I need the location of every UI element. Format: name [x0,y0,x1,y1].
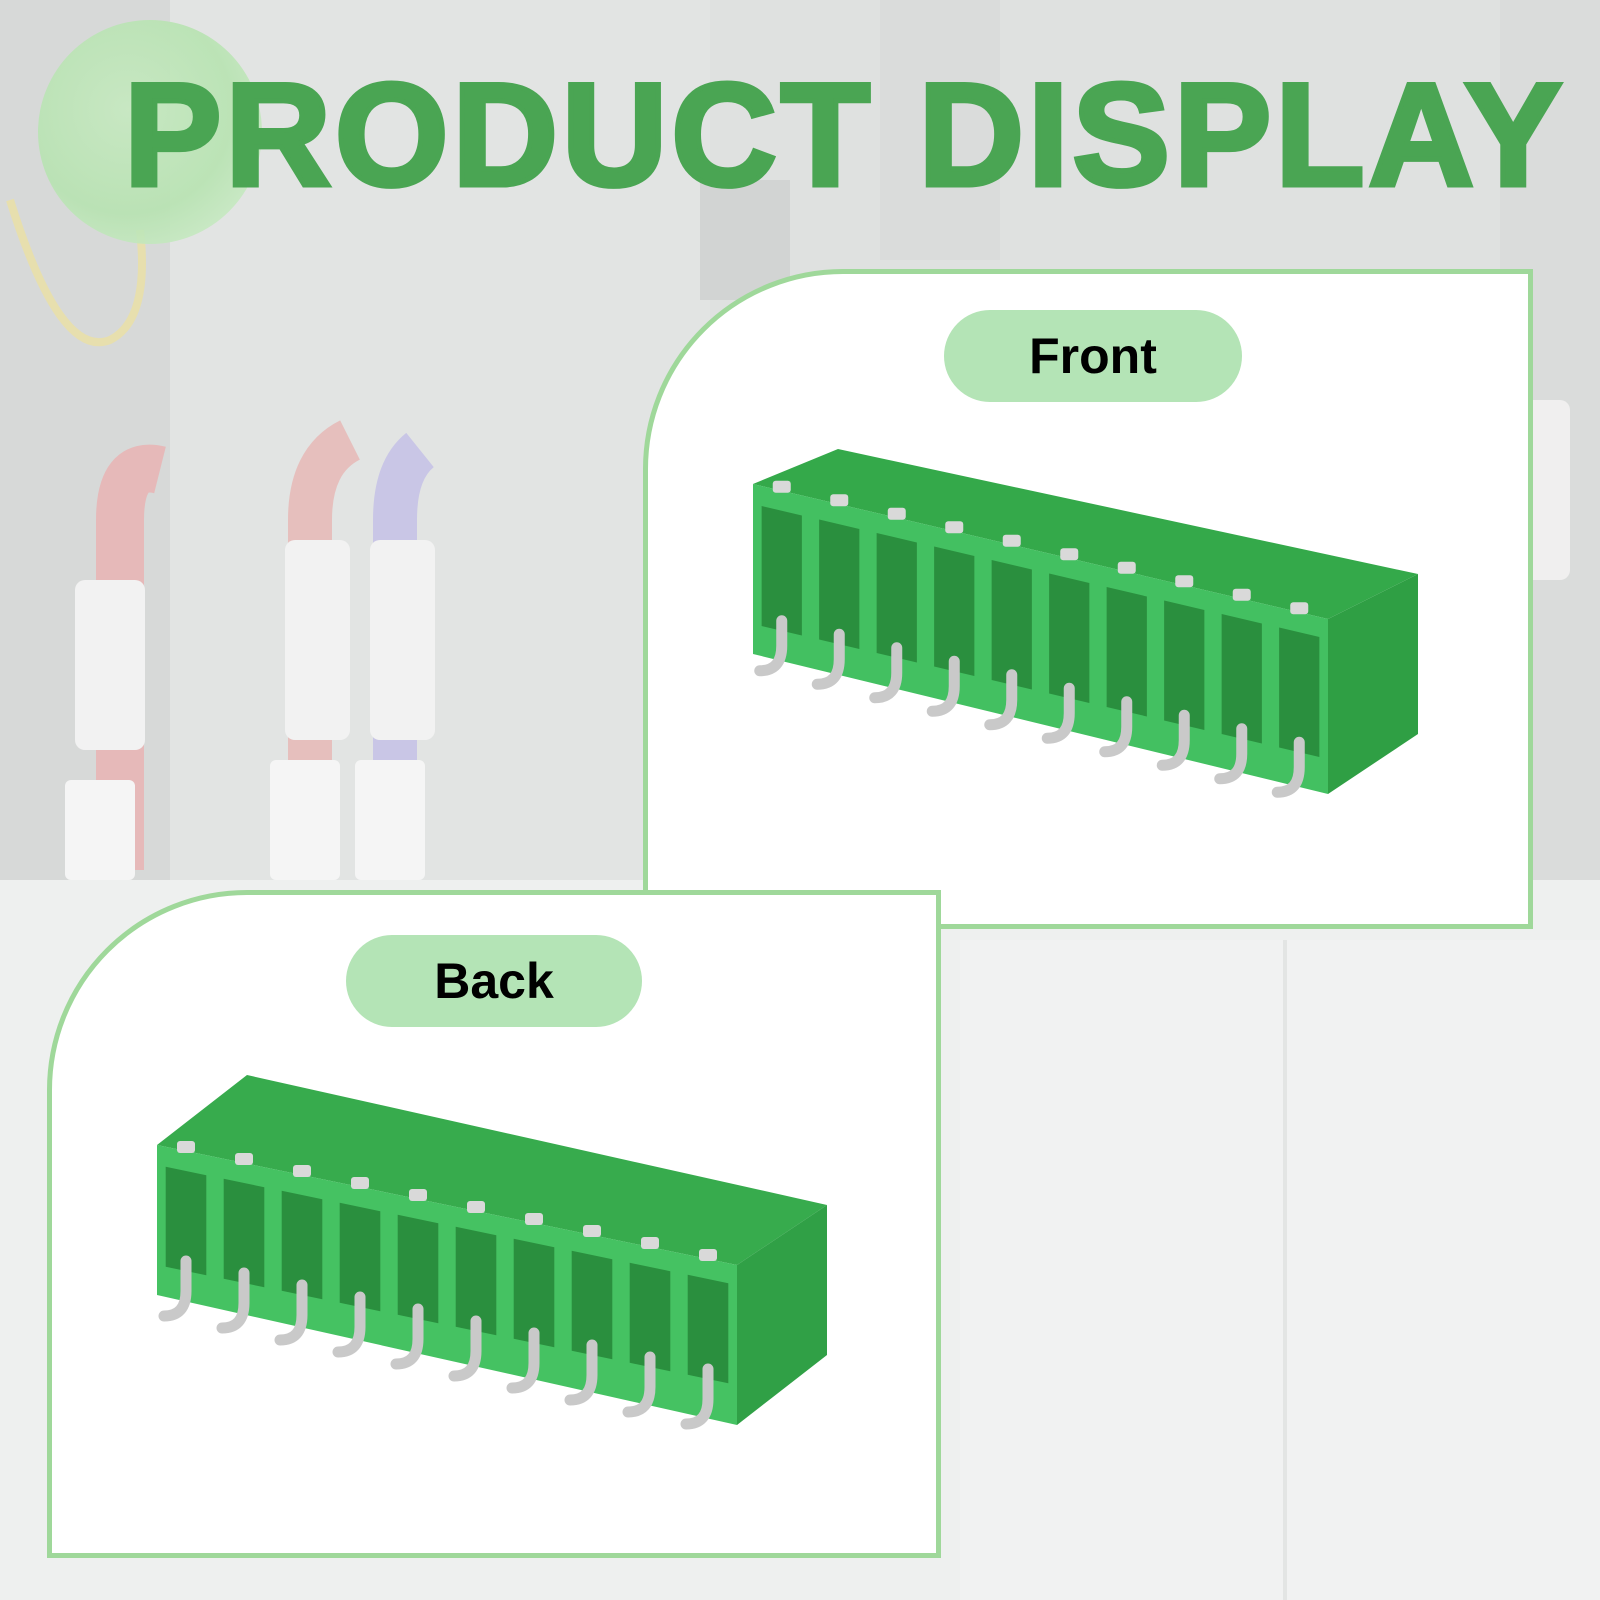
terminal-slot [1164,600,1205,730]
screw-contact [1002,534,1021,547]
terminal-slot [1279,627,1320,757]
terminal-slot [1221,614,1262,744]
metal-pin [332,1291,366,1358]
back-label-pill: Back [346,935,642,1027]
terminal-slot [571,1250,613,1360]
terminal-slot [819,519,860,649]
screw-contact [177,1141,195,1153]
terminal-slot [397,1214,439,1324]
screw-contact [1117,561,1136,574]
screw-contact [945,521,964,534]
metal-pin [622,1351,656,1418]
screw-contact [830,494,849,507]
screw-contact [351,1177,369,1189]
metal-pin [1099,696,1133,758]
front-label-pill: Front [944,310,1242,402]
back-view-card: Back [47,890,941,1558]
front-view-card: Front [643,269,1533,929]
screw-contact [1060,548,1079,561]
terminal-slot [629,1262,671,1372]
metal-pin [448,1315,482,1382]
metal-pin [811,628,845,690]
screw-contact [409,1189,427,1201]
metal-pin [1214,723,1248,785]
front-label: Front [1029,328,1157,384]
screw-contact [1290,602,1309,615]
screw-contact [293,1165,311,1177]
terminal-slot [339,1202,381,1312]
metal-pin [869,642,903,704]
screw-contact [235,1153,253,1165]
screw-contact [583,1225,601,1237]
metal-pin [1271,736,1305,798]
screw-contact [1232,588,1251,601]
terminal-slot [1106,587,1147,717]
metal-pin [1156,709,1190,771]
terminal-slot [1049,573,1090,703]
screw-contact [887,507,906,520]
metal-pin [216,1267,250,1334]
terminal-slot [687,1274,729,1384]
metal-pin [506,1327,540,1394]
metal-pin [390,1303,424,1370]
screw-contact [525,1213,543,1225]
metal-pin [1041,682,1075,744]
terminal-slot [281,1190,323,1300]
terminal-slot [876,533,917,663]
metal-pin [274,1279,308,1346]
screw-contact [467,1201,485,1213]
terminal-slot [165,1166,207,1276]
back-label: Back [434,953,554,1009]
terminal-block-back-image [157,1075,827,1430]
metal-pin [754,615,788,677]
terminal-slot [455,1226,497,1336]
decorative-circle [38,20,262,244]
screw-contact [772,480,791,493]
terminal-slot [934,546,975,676]
metal-pin [564,1339,598,1406]
terminal-block-front-image [753,449,1418,798]
terminal-slot [991,560,1032,690]
terminal-slot [513,1238,555,1348]
screw-contact [1175,575,1194,588]
metal-pin [158,1255,192,1322]
metal-pin [680,1363,714,1430]
metal-pin [984,669,1018,731]
terminal-slot [223,1178,265,1288]
metal-pin [926,655,960,717]
terminal-slot [761,506,802,636]
screw-contact [641,1237,659,1249]
page-title: PRODUCT DISPLAY [122,52,1566,217]
screw-contact [699,1249,717,1261]
